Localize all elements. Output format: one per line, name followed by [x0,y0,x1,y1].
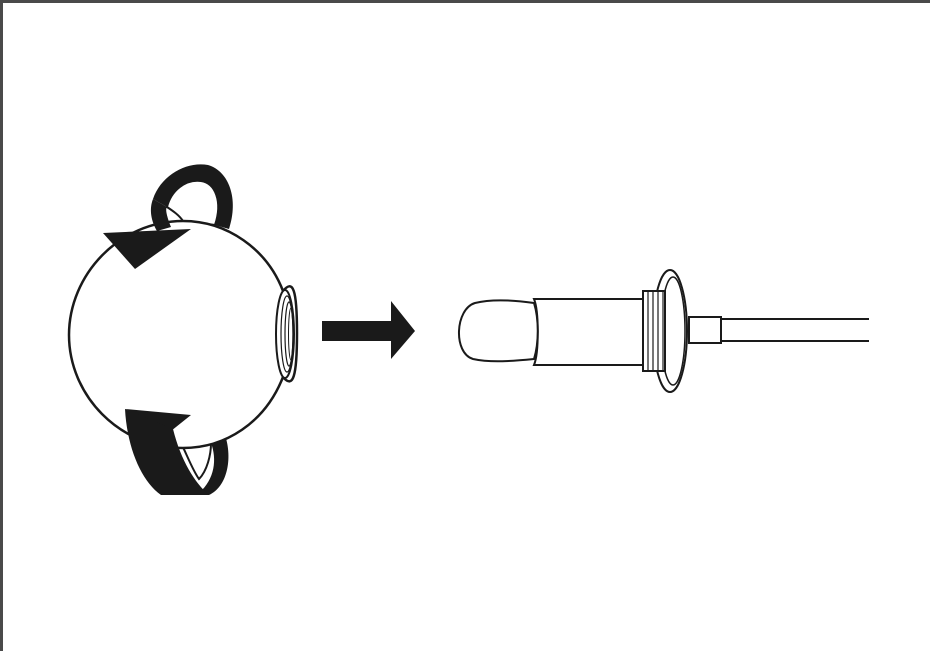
shaft-collar [688,316,722,344]
rotate-arrow-bottom-icon [125,409,209,495]
threaded-bushing [642,290,666,372]
rotate-arrow-bottom-back [179,435,229,495]
lever-shaft [721,318,869,342]
lever-sleeve [532,298,644,366]
arrow-right-icon [322,301,415,359]
knob-removal-illustration [67,164,869,495]
spherical-knob [67,219,299,450]
knob-socket [275,289,295,379]
toggle-switch-lever [458,269,869,393]
rotate-arrow-top-back [153,164,233,229]
lever-tip [458,299,539,363]
rotate-arrow-top-icon [103,199,191,269]
